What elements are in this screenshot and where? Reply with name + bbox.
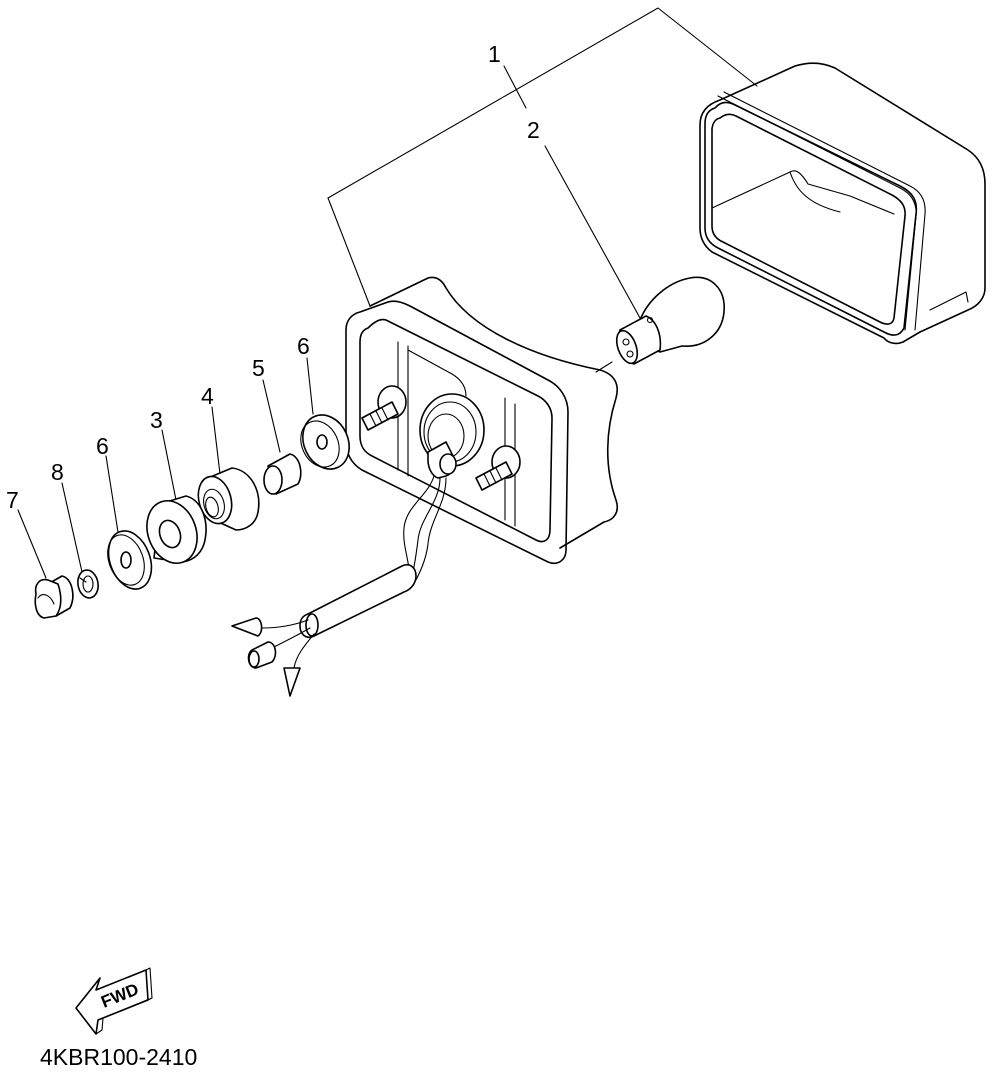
wire-2 — [411, 477, 441, 577]
terminal-spade-1 — [231, 617, 263, 637]
stud-left-threads — [369, 407, 389, 427]
fwd-arrow-shape — [75, 969, 149, 1035]
housing-frame-outer — [345, 300, 569, 565]
acorn-nut-7 — [34, 575, 74, 619]
callouts: 1 2 3 4 5 6 6 7 8 — [6, 41, 540, 513]
wire-1 — [403, 475, 435, 579]
callout-6a: 6 — [297, 333, 310, 359]
lens-reflector-arc — [789, 171, 841, 213]
leader-part-5 — [262, 379, 281, 453]
wire-3 — [415, 477, 447, 581]
housing-body — [369, 276, 619, 549]
callout-3: 3 — [150, 407, 163, 433]
lens-outer-shell — [699, 62, 986, 345]
fwd-arrow-depth — [95, 967, 153, 1035]
damper-3 — [146, 495, 207, 564]
spring-washer-8 — [77, 569, 99, 599]
leader-part-4 — [211, 406, 221, 475]
wiring-harness — [231, 475, 447, 697]
bulb-base-end — [615, 329, 639, 365]
housing-reflector-top — [407, 349, 467, 397]
leader-part-2 — [544, 145, 641, 319]
bulb — [615, 276, 725, 365]
terminal-bullet-end — [248, 650, 260, 668]
wire-out-1 — [261, 619, 309, 629]
housing-frame-inner — [359, 318, 553, 543]
bulb-contact-2 — [626, 350, 634, 358]
lens-rim-outer — [704, 101, 918, 336]
leader-part-6a — [306, 357, 314, 415]
callout-7: 7 — [6, 487, 19, 513]
leader-part-1 — [327, 7, 758, 199]
leader-part-6b — [105, 455, 119, 533]
diagram-code: 4KBR100-2410 — [40, 1044, 197, 1070]
grommet-4 — [197, 467, 260, 531]
stud-left-shaft — [361, 401, 399, 431]
hardware-parts — [34, 414, 350, 619]
lens-reflector-line — [711, 170, 895, 215]
lens-rim-mid — [717, 95, 917, 331]
wire-out-2 — [271, 627, 311, 649]
callout-8: 8 — [51, 459, 64, 485]
terminal-spade-2 — [283, 667, 301, 697]
leader-part-7 — [17, 509, 47, 579]
leader-part-8 — [61, 482, 83, 573]
lamp-housing — [345, 276, 619, 565]
bulb-contact-1 — [622, 338, 630, 346]
bulb-pin — [646, 316, 654, 324]
wire-out-3 — [293, 633, 315, 669]
callout-5: 5 — [252, 355, 265, 381]
leader-part-1-down — [327, 197, 371, 307]
collar-5 — [263, 453, 302, 495]
callout-4: 4 — [201, 383, 214, 409]
socket-plug-end — [439, 453, 457, 475]
callout-2: 2 — [527, 117, 540, 143]
harness-sleeve — [299, 563, 417, 639]
lens-rim-inner — [711, 113, 906, 325]
lens-rim-mid2 — [723, 91, 926, 331]
callout-1: 1 — [488, 41, 501, 67]
fwd-arrow: FWD — [75, 967, 153, 1035]
callout-6b: 6 — [96, 433, 109, 459]
washer-6a — [300, 414, 350, 470]
stud-right-shaft — [475, 461, 513, 491]
stud-right-threads — [483, 467, 503, 487]
lens-corner-detail — [929, 291, 969, 311]
leader-lines — [17, 7, 758, 579]
washer-6b — [107, 530, 153, 590]
tail-lamp-lens — [699, 62, 986, 345]
harness-sleeve-end — [305, 613, 319, 637]
leader-part-3 — [161, 429, 177, 501]
leader-label-1 — [503, 65, 527, 109]
leader-bulb-dash — [595, 361, 613, 373]
